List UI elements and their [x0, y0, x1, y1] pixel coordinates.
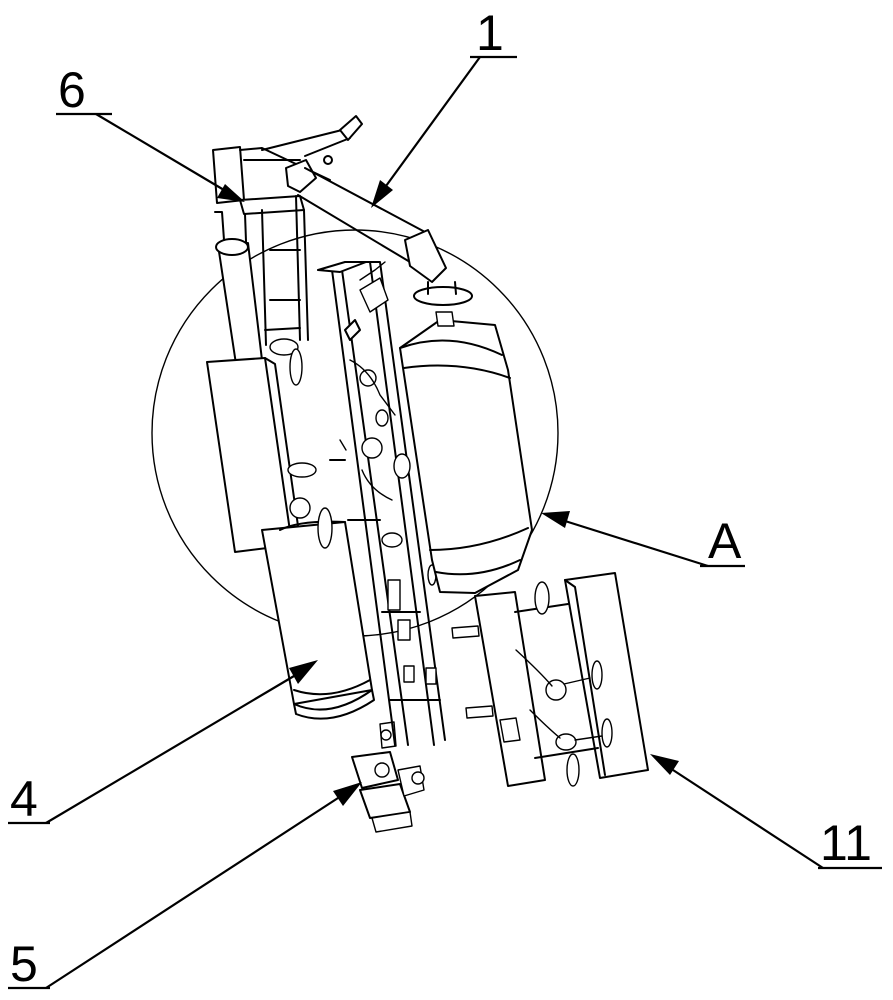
central-manifold — [317, 261, 446, 746]
diagonal-pipe — [297, 167, 473, 306]
leader-line-a — [564, 519, 709, 568]
bottom-valve-fitting — [351, 721, 425, 833]
arrowhead-a — [541, 511, 570, 528]
large-vertical-tank — [399, 311, 533, 594]
arrowhead-1 — [371, 180, 393, 208]
callout-label-a: A — [708, 513, 742, 569]
left-upper-block — [206, 357, 301, 553]
callout-label-5: 5 — [10, 936, 38, 992]
leader-line-6 — [95, 113, 225, 191]
arrowhead-4 — [289, 660, 318, 684]
left-slim-tank — [214, 211, 263, 365]
callout-label-11: 11 — [820, 815, 872, 871]
arrowhead-11 — [650, 754, 679, 775]
leader-line-4 — [45, 675, 295, 824]
leader-line-1 — [385, 56, 481, 187]
leader-line-5 — [45, 797, 339, 989]
callout-label-6: 6 — [58, 62, 86, 118]
arrowhead-5 — [333, 782, 362, 806]
callout-label-1: 1 — [476, 5, 504, 61]
leader-line-11 — [672, 769, 824, 869]
callout-label-4: 4 — [10, 771, 38, 827]
right-block-assembly — [451, 572, 649, 787]
lower-cylinder-tank — [261, 520, 375, 720]
arrowhead-6 — [217, 184, 245, 202]
